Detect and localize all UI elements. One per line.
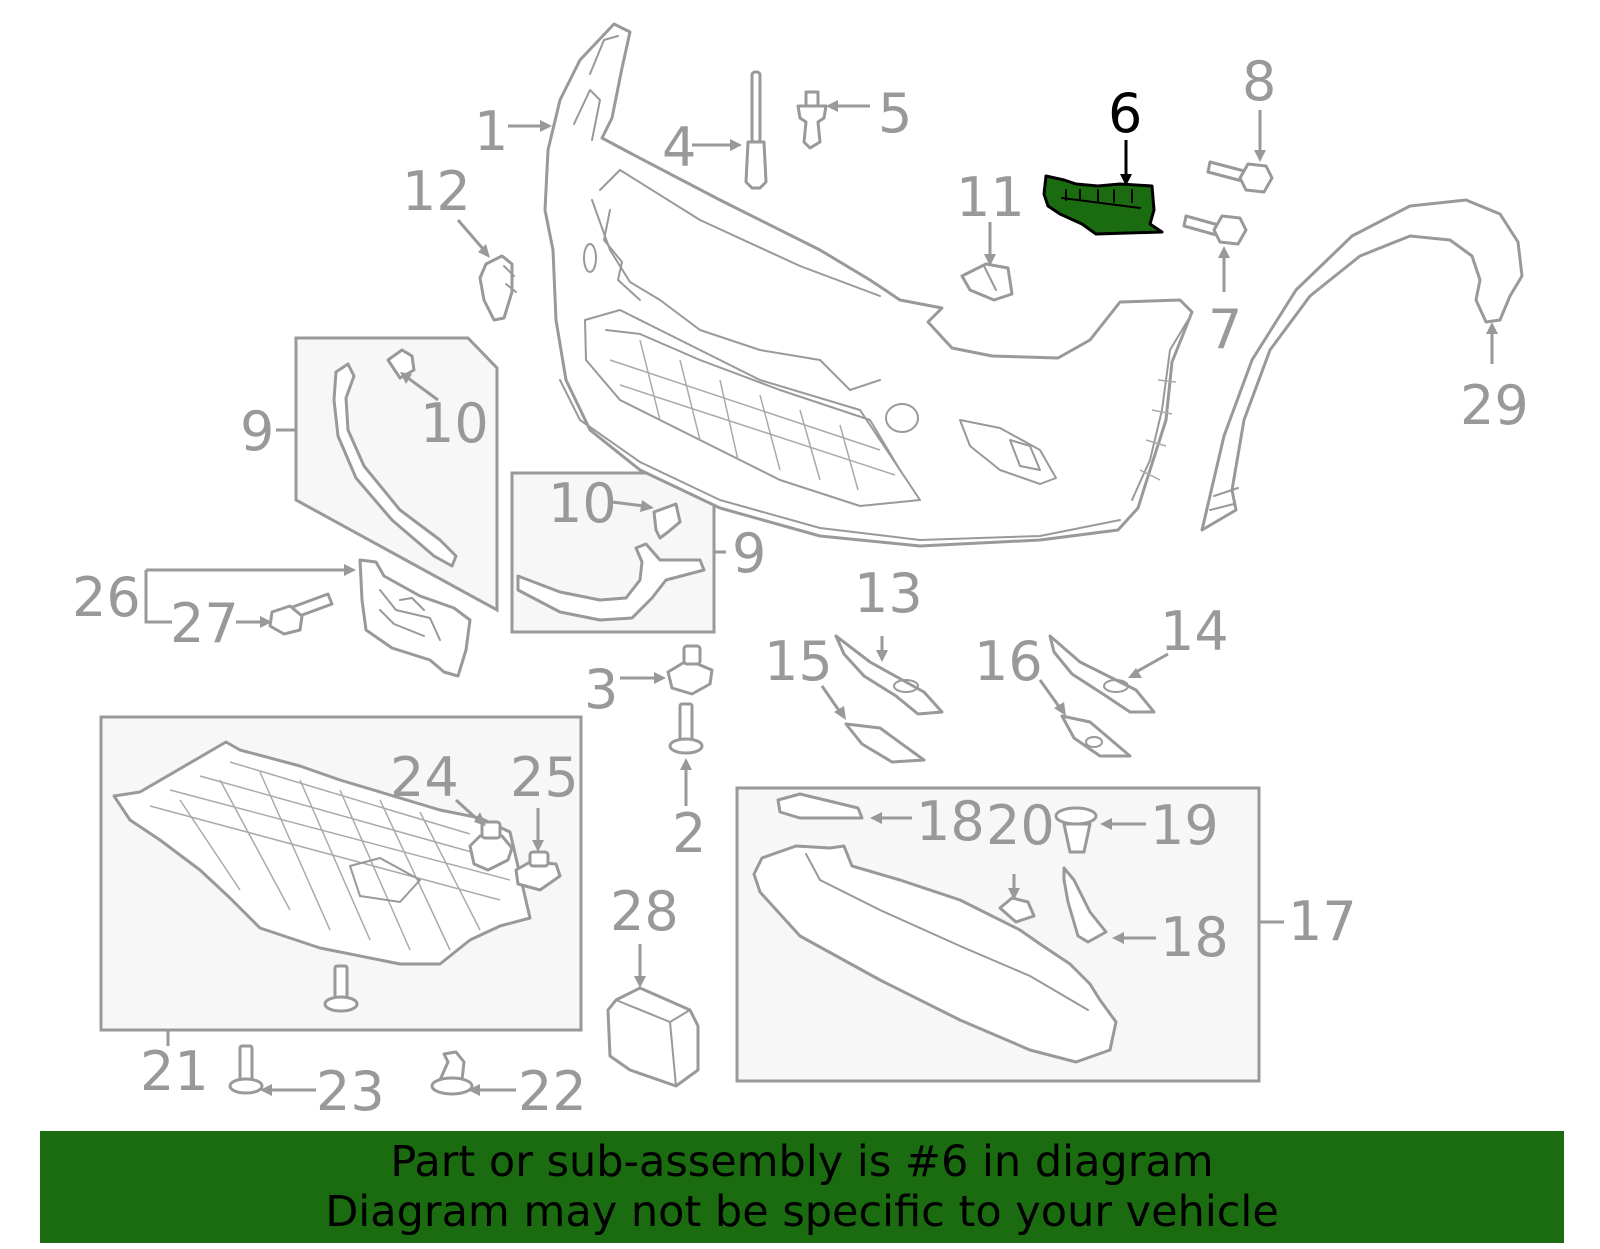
callout-11: 11: [956, 166, 1025, 229]
callout-17: 17: [1288, 890, 1357, 953]
callout-15: 15: [764, 630, 833, 693]
callout-27: 27: [170, 592, 239, 655]
callout-18-lower: 18: [1160, 906, 1229, 969]
clip-5: [796, 90, 828, 150]
bracket-26: [358, 558, 472, 678]
clip-22: [430, 1050, 474, 1096]
callout-20: 20: [986, 794, 1055, 857]
bracket-18-top: [776, 792, 864, 820]
nut-20: [998, 896, 1036, 924]
bolt-7: [1182, 214, 1248, 246]
fender-flare: [1200, 198, 1524, 532]
callout-19: 19: [1150, 794, 1219, 857]
reflector-bracket-14: [1048, 634, 1156, 714]
reflector-bracket-16: [1060, 714, 1132, 758]
callout-2: 2: [672, 802, 706, 865]
callout-14: 14: [1160, 600, 1229, 663]
reflector-bracket-15: [844, 722, 926, 764]
callout-5: 5: [878, 82, 912, 145]
trim-strip-9-left: [332, 362, 458, 568]
splash-shield: [112, 740, 532, 966]
absorber-17: [752, 844, 1118, 1064]
highlighted-bracket-6: [1042, 174, 1164, 236]
callout-10-left: 10: [420, 392, 489, 455]
bolt-21: [323, 964, 359, 1013]
nut-3: [666, 644, 714, 696]
callout-21: 21: [140, 1040, 209, 1103]
callout-9-center: 9: [732, 522, 766, 585]
info-banner: Part or sub-assembly is #6 in diagram Di…: [40, 1131, 1564, 1243]
callout-28: 28: [610, 880, 679, 943]
trim-strip-9-center: [516, 542, 706, 622]
banner-line-part-number: Part or sub-assembly is #6 in diagram: [390, 1137, 1214, 1187]
callout-24: 24: [390, 746, 459, 809]
nut-11: [960, 262, 1014, 302]
bracket-12: [478, 254, 517, 322]
callout-6: 6: [1108, 82, 1142, 145]
clip-25: [514, 850, 562, 892]
callout-12: 12: [402, 160, 471, 223]
callout-13: 13: [854, 562, 923, 625]
callout-4: 4: [662, 116, 696, 179]
callout-23: 23: [316, 1060, 385, 1123]
callout-10-center: 10: [548, 472, 617, 535]
callout-8: 8: [1242, 50, 1276, 113]
callout-18-top: 18: [916, 790, 985, 853]
callout-3: 3: [584, 658, 618, 721]
rivet-4: [744, 70, 768, 190]
banner-line-disclaimer: Diagram may not be specific to your vehi…: [325, 1187, 1279, 1237]
bracket-18-lower: [1062, 866, 1108, 944]
callout-29: 29: [1460, 374, 1529, 437]
bolt-8: [1206, 160, 1274, 194]
callout-7: 7: [1208, 298, 1242, 361]
clip-10-center: [652, 502, 682, 540]
clip-10-left: [386, 348, 416, 380]
radar-sensor-28: [606, 986, 700, 1088]
clip-19: [1054, 806, 1098, 854]
bolt-23: [228, 1044, 264, 1095]
callout-22: 22: [518, 1060, 587, 1123]
callout-16: 16: [974, 630, 1043, 693]
callout-9-left: 9: [240, 400, 274, 463]
callout-1: 1: [474, 100, 508, 163]
front-bumper-cover: [543, 22, 1194, 548]
clip-24: [468, 820, 514, 872]
bolt-27: [268, 592, 334, 636]
callout-26: 26: [72, 566, 141, 629]
callout-leaders: [144, 100, 1498, 1096]
callout-25: 25: [510, 746, 579, 809]
reflector-bracket-13: [834, 634, 944, 716]
bolt-2: [668, 702, 704, 755]
